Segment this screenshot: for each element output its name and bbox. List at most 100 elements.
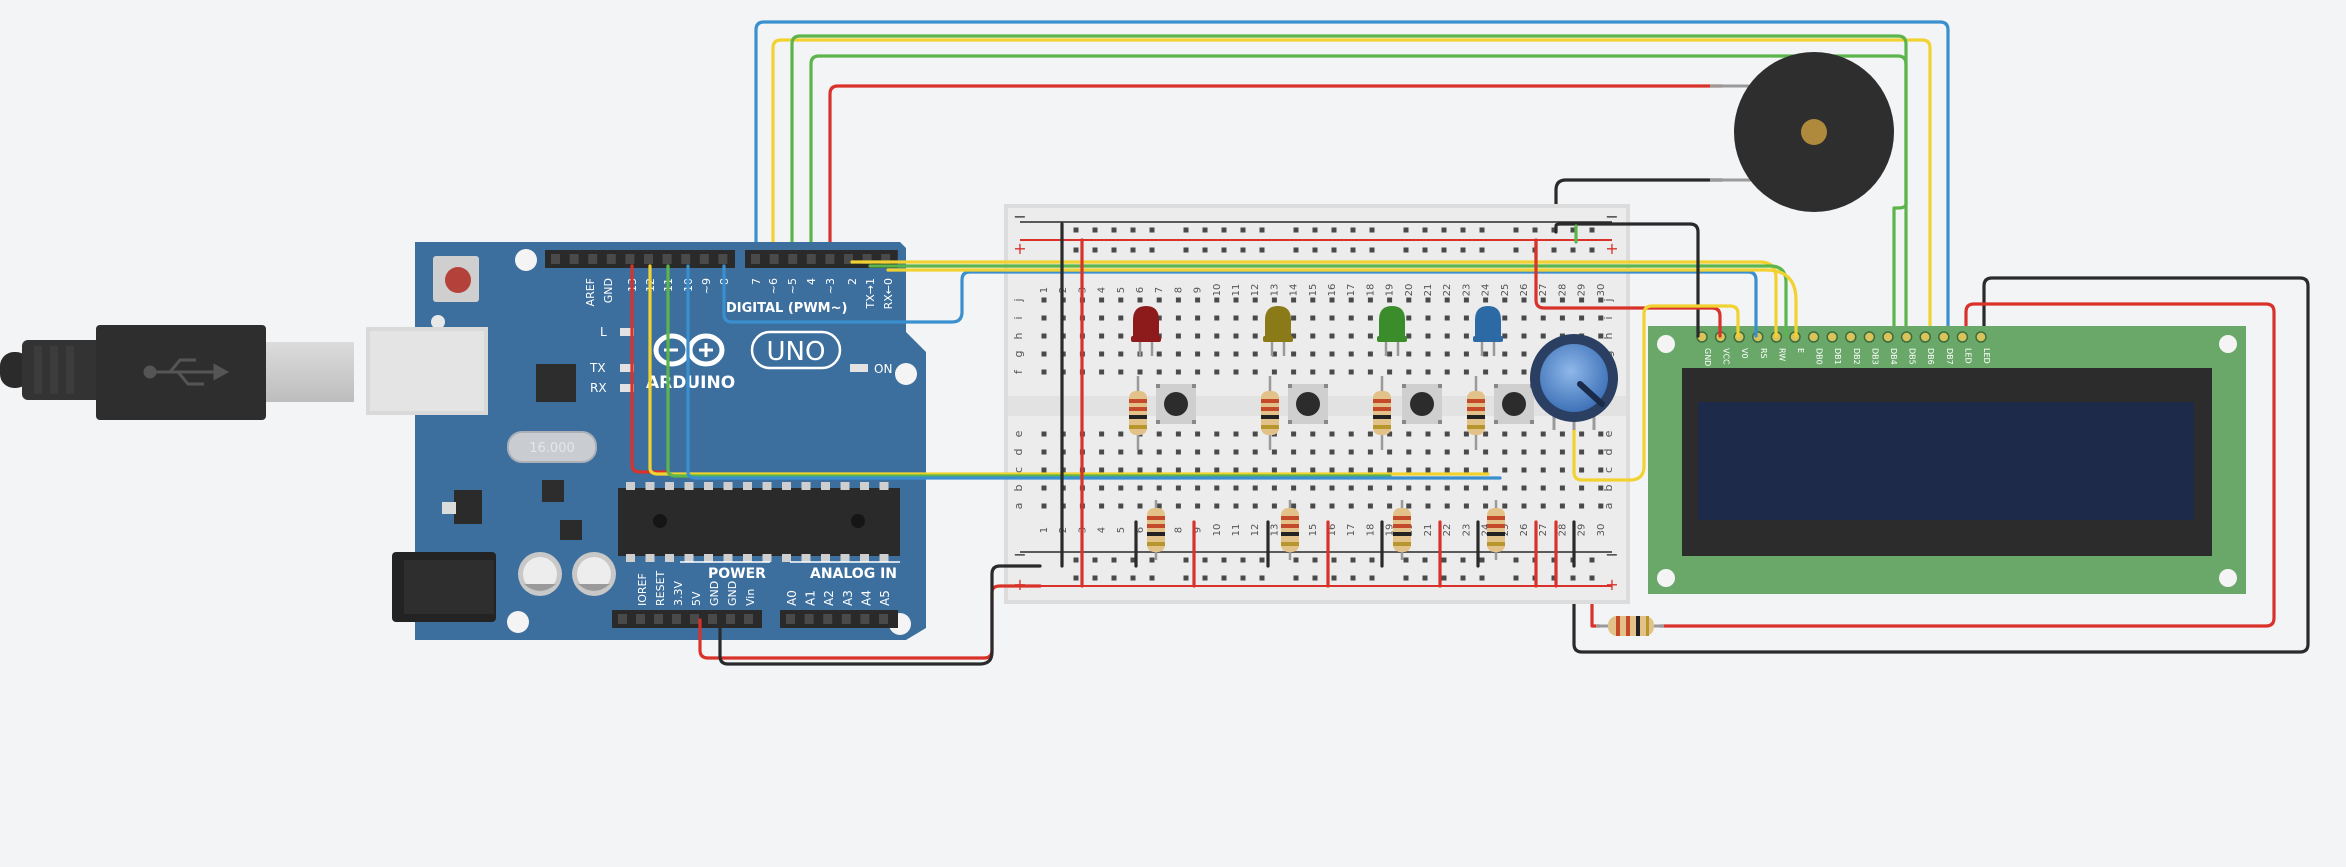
lcd-pin[interactable] (1863, 331, 1876, 343)
reset-button[interactable] (433, 256, 479, 302)
header-pin-hole[interactable] (726, 614, 735, 624)
resistor-pulldown[interactable] (1281, 500, 1299, 560)
arduino-uno-board[interactable]: 16.000 L TX RX ON ARDUINO (366, 242, 926, 640)
lcd-pin[interactable] (1752, 331, 1764, 343)
header-pin-hole[interactable] (569, 254, 579, 264)
pushbutton[interactable] (1402, 384, 1442, 424)
lcd-pin[interactable] (1845, 331, 1857, 343)
lcd-pin[interactable] (1938, 331, 1950, 343)
resistor-led[interactable] (1373, 376, 1391, 450)
wire-yellow-pin6-lcd-db6[interactable] (771, 38, 1932, 340)
piezo-buzzer[interactable] (1710, 52, 1894, 212)
wire-red-pin13-breadboard[interactable] (630, 264, 670, 474)
wire-blue-pin8-lcd[interactable] (722, 264, 1758, 338)
header-pin-hole[interactable] (551, 254, 560, 264)
lcd-pin[interactable] (1900, 331, 1913, 343)
header-pin-hole[interactable] (588, 254, 598, 264)
header-pin-hole[interactable] (860, 614, 870, 624)
digital-header[interactable] (545, 250, 898, 268)
header-pin-hole[interactable] (654, 614, 663, 624)
led-red[interactable] (1131, 306, 1161, 356)
header-pin-hole[interactable] (744, 614, 753, 624)
header-pin-hole[interactable] (681, 254, 691, 264)
wire-black-gnd-rail[interactable] (718, 564, 1042, 666)
header-pin-hole[interactable] (672, 614, 681, 624)
resistor-backlight[interactable] (1596, 616, 1664, 636)
wire-green-pin5-lcd-db5[interactable] (790, 34, 1908, 340)
breadboard-column-number-bottom: 24 (1481, 524, 1492, 537)
pushbutton[interactable] (1288, 384, 1328, 424)
header-pin-hole[interactable] (708, 614, 717, 624)
lcd-pin[interactable] (1919, 331, 1931, 343)
header-pin-hole[interactable] (699, 254, 709, 264)
header-pin-hole[interactable] (844, 254, 853, 264)
wire-red-lcd-led-resistor[interactable] (1658, 302, 2276, 628)
potentiometer-knob-indicator[interactable] (1577, 381, 1605, 407)
header-pin-hole[interactable] (644, 254, 653, 264)
resistor-led[interactable] (1467, 376, 1485, 450)
header-pin-hole[interactable] (879, 614, 888, 624)
breadboard-row-letter: i (1602, 316, 1615, 319)
wire-red-pin3-buzzer[interactable] (828, 84, 1724, 264)
header-pin-hole[interactable] (662, 254, 672, 264)
wire-green-pin11-breadboard[interactable] (666, 264, 1392, 478)
resistor-pulldown[interactable] (1393, 500, 1411, 560)
header-pin-hole[interactable] (862, 254, 872, 264)
breadboard-column-number-top: 8 (1173, 287, 1184, 293)
led-blue[interactable] (1473, 306, 1503, 356)
lcd-pin[interactable] (1882, 331, 1894, 343)
pushbutton[interactable] (1156, 384, 1196, 424)
header-pin-hole[interactable] (841, 614, 851, 624)
led-green[interactable] (1377, 306, 1407, 356)
header-pin-hole[interactable] (606, 254, 616, 264)
wire-blue-pin10-breadboard[interactable] (686, 264, 1502, 480)
wire-blue-pin7-lcd-db7[interactable] (754, 20, 1950, 340)
header-pin-hole[interactable] (751, 254, 760, 264)
wire-black-breadboard-lcd-gnd[interactable] (1554, 222, 1700, 338)
breadboard-row-letter: e (1012, 430, 1025, 437)
header-pin-hole[interactable] (806, 254, 816, 264)
lcd-pin[interactable] (1826, 331, 1838, 343)
header-pin-hole[interactable] (618, 614, 627, 624)
header-pin-hole[interactable] (625, 254, 635, 264)
usb-cable[interactable] (0, 325, 354, 420)
header-pin-hole[interactable] (769, 254, 779, 264)
lcd-pin[interactable] (1975, 331, 1987, 343)
header-pin-hole[interactable] (786, 614, 795, 624)
led-yellow[interactable] (1263, 306, 1293, 356)
breadboard-row-letter: b (1602, 484, 1615, 491)
wire-red-pot-lcd-vcc[interactable] (1534, 238, 1722, 338)
header-pin-hole[interactable] (788, 254, 798, 264)
wire-black-buzzer-gnd[interactable] (1554, 178, 1724, 234)
header-pin-hole[interactable] (690, 614, 699, 624)
wire-black-lcd-led-gnd[interactable] (1572, 276, 2310, 654)
analog-header[interactable] (780, 610, 898, 628)
header-pin-hole[interactable] (823, 614, 833, 624)
digital-pin-label: AREF (584, 278, 597, 306)
wire-yellow-pot-lcd-v0[interactable] (1572, 304, 1740, 482)
wire-yellow-rx-lcd[interactable] (886, 268, 1798, 338)
resistor-led[interactable] (1129, 376, 1147, 450)
power-header[interactable] (612, 610, 762, 628)
breadboard-column-number-top: 16 (1327, 284, 1338, 297)
lcd-pin[interactable] (1956, 331, 1969, 343)
wire-green-pin4-lcd-db4[interactable] (809, 54, 1908, 340)
pushbutton[interactable] (1494, 384, 1534, 424)
header-pin-hole[interactable] (881, 254, 891, 264)
wire-yellow-pin12-breadboard[interactable] (648, 264, 1490, 476)
lcd-pin[interactable] (1807, 331, 1820, 343)
potentiometer[interactable] (1530, 334, 1618, 430)
resistor-pulldown[interactable] (1147, 500, 1165, 560)
header-pin-hole[interactable] (804, 614, 814, 624)
resistor-led[interactable] (1261, 376, 1279, 450)
resistor-pulldown[interactable] (1487, 500, 1505, 560)
digital-pin-label: ~5 (786, 278, 799, 294)
header-pin-hole[interactable] (825, 254, 835, 264)
wire-green-tx-lcd[interactable] (868, 264, 1788, 338)
header-pin-hole[interactable] (718, 254, 728, 264)
header-pin-hole[interactable] (636, 614, 645, 624)
